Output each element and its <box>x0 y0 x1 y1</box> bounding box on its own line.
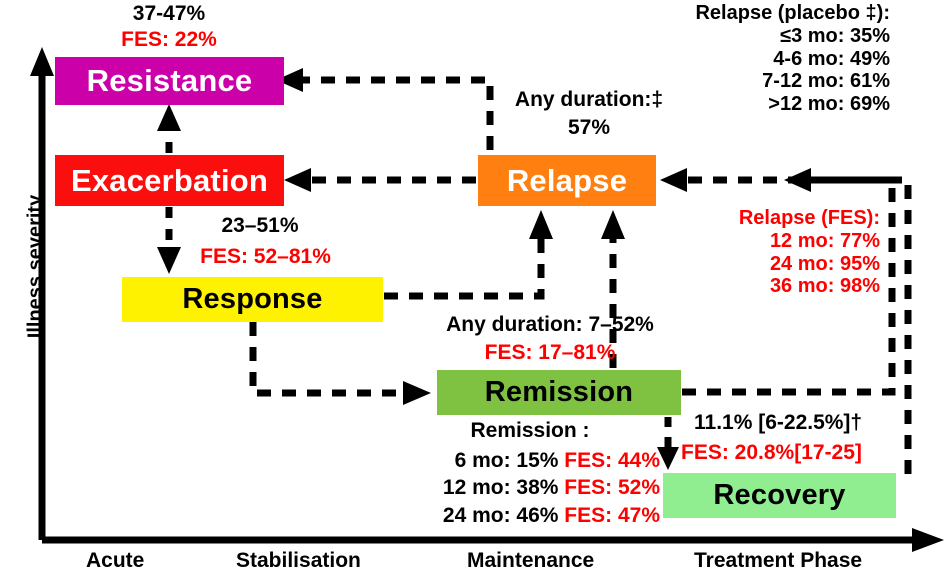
annotation-resistance-fes: FES: 22% <box>121 28 217 51</box>
node-relapse-label: Relapse <box>506 162 628 198</box>
annotation-remission-any-duration: Any duration: 7–52% <box>446 313 654 336</box>
edge-response-to-remission <box>249 322 431 405</box>
annotation-relapse-fes-title: Relapse (FES): <box>738 207 880 229</box>
node-resistance[interactable]: Resistance <box>55 57 284 105</box>
annotation-relapse-any-duration-line2: 57% <box>567 116 611 139</box>
remission-row-2-black: 24 mo: 46% <box>442 503 559 527</box>
remission-row-1-red: FES: 52% <box>564 476 660 500</box>
y-axis-title: Illness severity <box>24 194 47 339</box>
annotation-relapse-any-duration-line1: Any duration:‡ <box>514 88 664 111</box>
annotation-remission-title: Remission : <box>470 419 590 442</box>
annotation-relapse-placebo-title: Relapse (placebo ‡): <box>695 2 890 24</box>
node-response[interactable]: Response <box>122 277 383 322</box>
remission-row-2-red: FES: 47% <box>564 503 660 527</box>
x-axis <box>42 528 944 552</box>
annotation-relapse-placebo-row-3: >12 mo: 69% <box>768 93 890 116</box>
node-remission[interactable]: Remission <box>437 370 681 415</box>
x-axis-title: Treatment Phase <box>694 549 863 572</box>
edge-recovery-loop-to-relapse <box>660 168 912 474</box>
edge-remission-to-relapse <box>601 210 625 368</box>
edge-response-to-relapse <box>384 210 553 300</box>
remission-row-1-black: 12 mo: 38% <box>442 476 559 500</box>
remission-row-0-red: FES: 44% <box>564 449 660 472</box>
annotation-recovery-rate: 11.1% [6-22.5%]† <box>694 411 863 434</box>
annotation-resistance-rate: 37-47% <box>132 2 206 25</box>
edge-exacerbation-to-response <box>157 207 181 274</box>
annotation-relapse-placebo-row-0: ≤3 mo: 35% <box>780 24 890 47</box>
remission-row-1: 12 mo: 38% FES: 52% <box>350 474 660 501</box>
annotation-relapse-placebo-row-2: 7-12 mo: 61% <box>762 70 890 93</box>
node-exacerbation[interactable]: Exacerbation <box>55 155 284 206</box>
node-response-label: Response <box>182 283 323 315</box>
remission-row-0: 6 mo: 15% FES: 44% <box>350 447 660 474</box>
annotation-relapse-placebo-row-1: 4-6 mo: 49% <box>773 47 890 70</box>
node-recovery[interactable]: Recovery <box>663 473 896 518</box>
x-tick-maintenance: Maintenance <box>467 549 595 572</box>
annotation-relapse-fes-row-2: 36 mo: 98% <box>769 275 880 298</box>
node-exacerbation-label: Exacerbation <box>70 162 269 198</box>
edge-relapse-to-resistance <box>276 68 494 150</box>
remission-row-0-black: 6 mo: 15% <box>454 449 559 472</box>
node-remission-label: Remission <box>484 376 634 408</box>
node-recovery-label: Recovery <box>713 479 846 511</box>
x-tick-stabilisation: Stabilisation <box>236 549 361 572</box>
annotation-remission-rows: 6 mo: 15% FES: 44% 12 mo: 38% FES: 52% 2… <box>350 447 660 529</box>
annotation-relapse-fes-row-0: 12 mo: 77% <box>769 229 880 252</box>
edge-remission-to-recovery <box>657 417 679 470</box>
annotation-exacerbation-response-fes: FES: 52–81% <box>200 245 331 268</box>
remission-row-2: 24 mo: 46% FES: 47% <box>350 502 660 529</box>
node-resistance-label: Resistance <box>86 63 253 98</box>
annotation-exacerbation-response-rate: 23–51% <box>221 214 299 237</box>
edge-exacerbation-to-resistance <box>157 104 181 153</box>
edge-relapse-to-exacerbation <box>284 168 476 192</box>
y-axis <box>30 47 54 540</box>
annotation-relapse-fes-row-1: 24 mo: 95% <box>769 252 880 275</box>
node-relapse[interactable]: Relapse <box>478 155 656 206</box>
annotation-relapse-fes-block: Relapse (FES): 12 mo: 77% 24 mo: 95% 36 … <box>620 207 880 298</box>
annotation-relapse-placebo-block: Relapse (placebo ‡): ≤3 mo: 35% 4-6 mo: … <box>590 2 890 116</box>
annotation-remission-any-duration-fes: FES: 17–81% <box>484 341 616 364</box>
annotation-recovery-fes: FES: 20.8%[17-25] <box>681 441 862 464</box>
x-tick-acute: Acute <box>86 549 145 572</box>
